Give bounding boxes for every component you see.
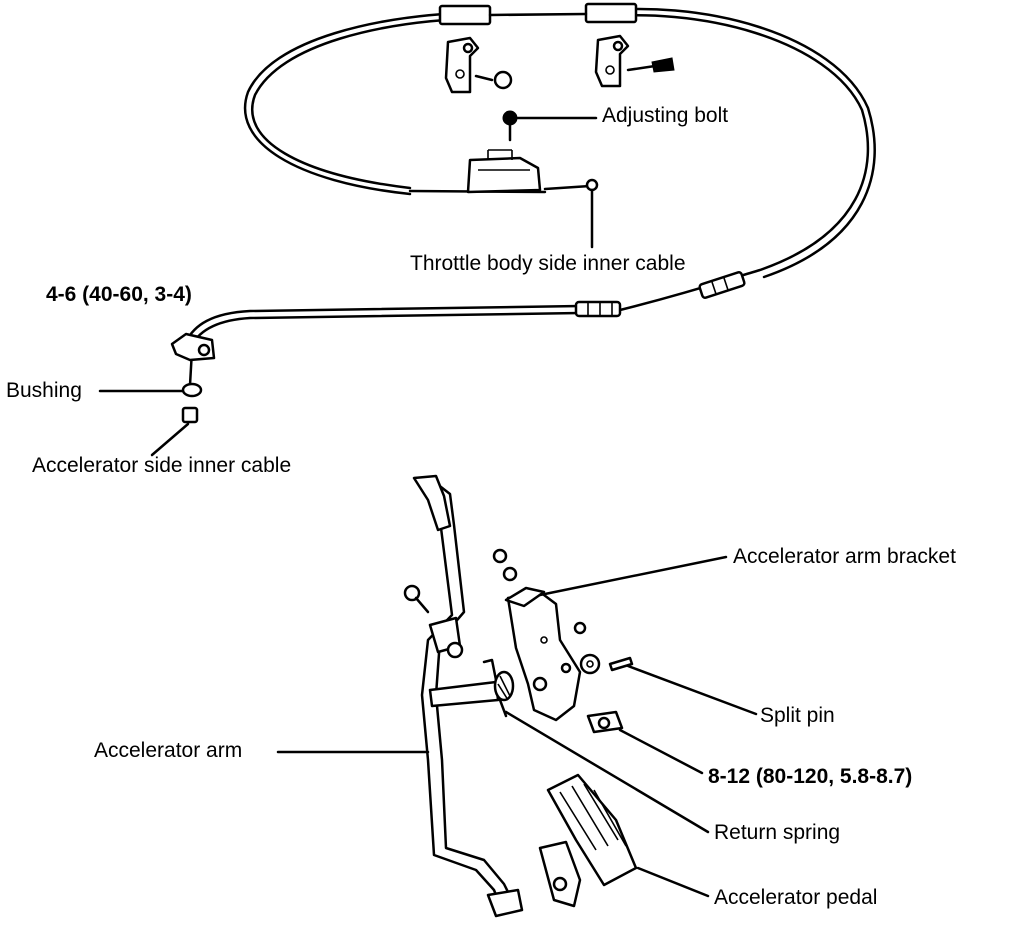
bracket-bolt-icon bbox=[586, 710, 624, 734]
accelerator-cable bbox=[243, 2, 876, 312]
return-spring-leader bbox=[504, 710, 710, 834]
throttle-cable-end-icon bbox=[585, 178, 599, 192]
bracket-clip-icon bbox=[573, 621, 587, 635]
upper-right-bolt-icon bbox=[626, 57, 675, 73]
accel-cable-leader bbox=[150, 422, 190, 457]
throttle-bracket bbox=[466, 149, 542, 194]
pivot-shaft bbox=[428, 641, 500, 708]
accelerator-cable-end-icon bbox=[181, 406, 199, 424]
label-adjusting-bolt: Adjusting bolt bbox=[602, 104, 729, 127]
label-accel-inner-cable: Accelerator side inner cable bbox=[32, 454, 292, 477]
accelerator-pedal-icon bbox=[538, 773, 638, 908]
return-spring-icon bbox=[482, 658, 515, 718]
label-accel-pedal: Accelerator pedal bbox=[714, 886, 878, 909]
label-arm-bracket: Accelerator arm bracket bbox=[733, 545, 956, 568]
split-pin-leader bbox=[626, 664, 758, 716]
accelerator-arm bbox=[412, 474, 524, 918]
label-bushing: Bushing bbox=[6, 379, 82, 402]
label-throttle-inner-cable: Throttle body side inner cable bbox=[410, 252, 686, 275]
arm-bracket-leader bbox=[538, 555, 728, 597]
bracket-bolt-leader bbox=[618, 728, 704, 775]
label-torque-cable: 4-6 (40-60, 3-4) bbox=[46, 283, 192, 306]
bracket-nut-icon bbox=[492, 548, 518, 582]
upper-left-bolt-icon bbox=[474, 70, 513, 90]
pedal-leader bbox=[636, 866, 710, 898]
adjusting-bolt-icon bbox=[502, 110, 518, 142]
label-return-spring: Return spring bbox=[714, 821, 841, 844]
accelerator-arm-bracket-icon bbox=[504, 586, 582, 722]
cable-clamp-icon bbox=[170, 332, 216, 362]
cable-adjuster-nut-icon bbox=[574, 300, 622, 318]
arm-bolt-icon bbox=[403, 584, 430, 614]
split-pin-icon bbox=[608, 656, 634, 672]
lower-cable bbox=[184, 304, 582, 387]
cable-adjuster-right-icon bbox=[698, 271, 746, 299]
label-accel-arm: Accelerator arm bbox=[94, 739, 243, 762]
washer-icon bbox=[579, 653, 601, 675]
upper-left-bracket bbox=[444, 36, 480, 94]
bushing-icon bbox=[181, 382, 203, 398]
label-split-pin: Split pin bbox=[760, 704, 835, 727]
upper-right-bracket bbox=[594, 34, 630, 88]
label-torque-bracket: 8-12 (80-120, 5.8-8.7) bbox=[708, 765, 913, 788]
